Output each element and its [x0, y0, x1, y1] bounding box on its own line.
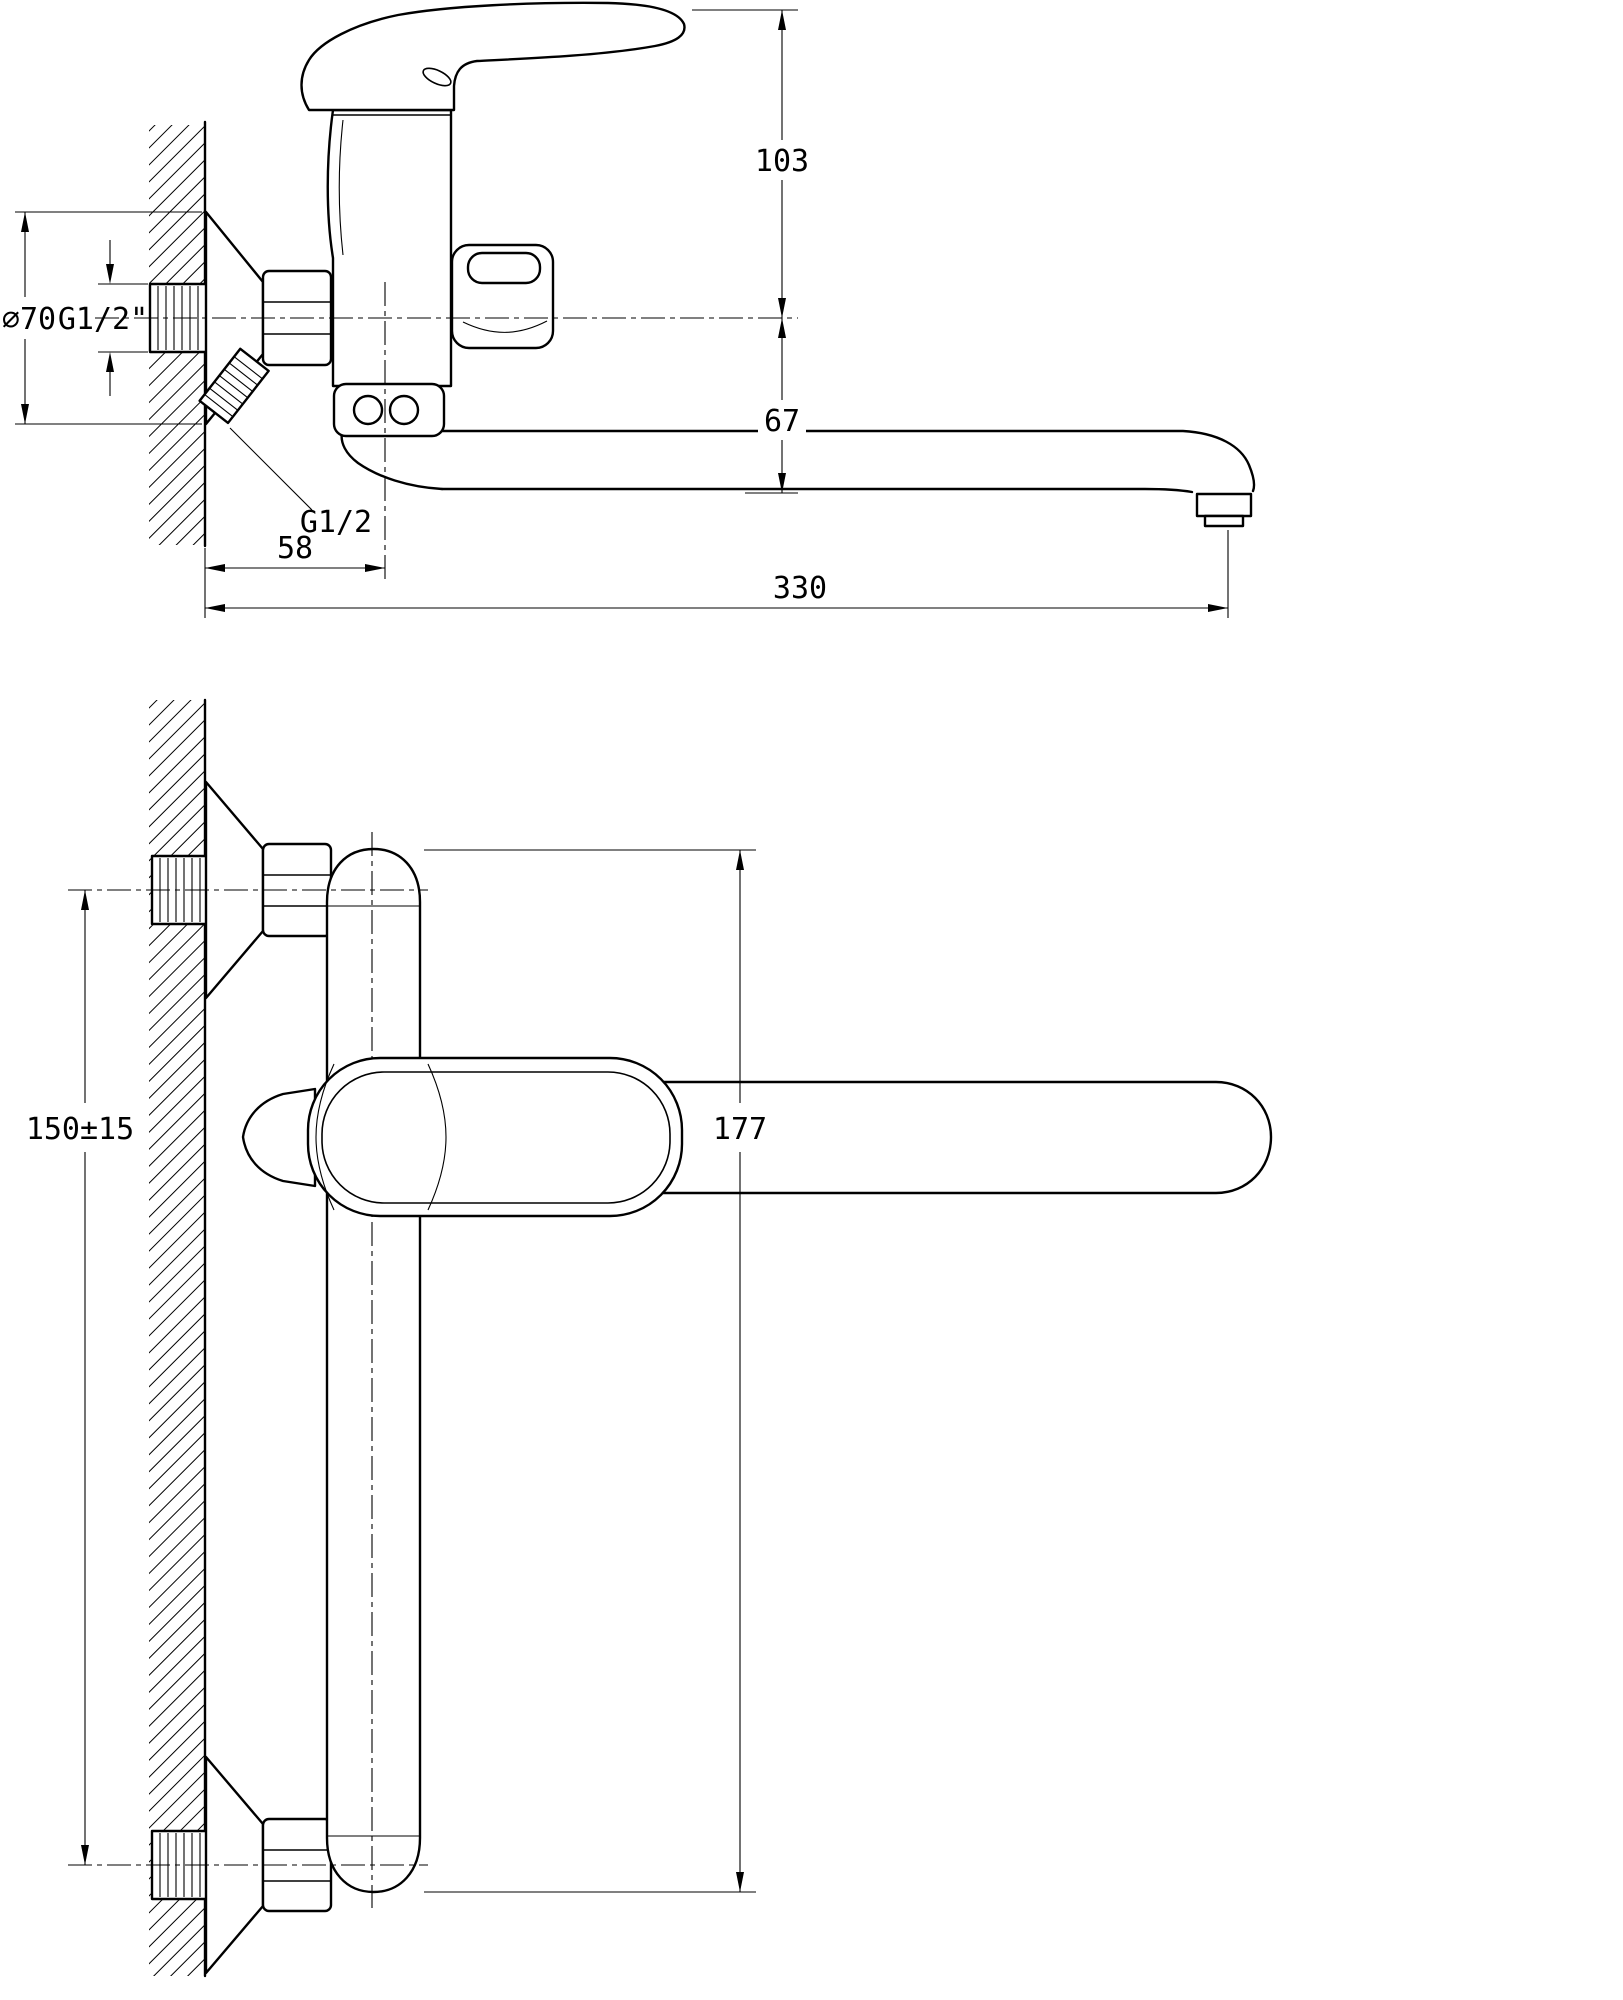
dimension-spout-reach: 330 — [205, 530, 1229, 618]
shower-outlet-stub — [198, 347, 270, 425]
diverter-knob-side — [450, 243, 555, 350]
handle-dome-arc-right — [427, 1063, 447, 1211]
label-inlet-spacing: 150±15 — [26, 1112, 134, 1147]
label-axis-to-outlet: 67 — [764, 404, 800, 439]
spout-side — [340, 429, 1256, 528]
label-handle-height: 103 — [755, 144, 809, 179]
handle-lever-outline — [306, 1056, 684, 1218]
dimension-inlet-spacing: 150±15 — [26, 890, 134, 1865]
dimension-axis-to-outlet: 67 — [745, 318, 806, 494]
dimension-inlet-thread: G1/2" — [58, 240, 148, 396]
handle-dome-arc-left — [315, 1063, 335, 1211]
label-body-length: 177 — [713, 1112, 767, 1147]
label-wall-to-axis: 58 — [277, 531, 313, 566]
dimension-body-length: 177 — [424, 849, 774, 1893]
handle-screw-cover — [422, 67, 452, 87]
dimension-shower-thread: G1/2 — [229, 427, 372, 540]
side-view: ⌀70 G1/2" 103 — [2, 1, 1256, 618]
handle-front — [241, 1056, 684, 1218]
label-spout-reach: 330 — [773, 571, 827, 606]
dimension-wall-to-axis: 58 — [204, 531, 385, 618]
label-inlet-thread: G1/2" — [58, 302, 148, 337]
diverter-grip-slot — [466, 251, 542, 285]
spout-front — [653, 1080, 1273, 1195]
shower-threads — [204, 356, 263, 418]
dimension-flange-diameter: ⌀70 — [2, 211, 202, 425]
spout-collar-side — [332, 382, 446, 438]
dimension-handle-height: 103 — [692, 9, 814, 318]
label-shower-thread: G1/2 — [300, 505, 372, 540]
label-flange-diameter: ⌀70 — [2, 302, 56, 337]
handle-nose — [241, 1087, 317, 1188]
faucet-body-side — [326, 108, 453, 388]
handle-lever-side — [300, 1, 686, 112]
spout-aerator — [1195, 492, 1253, 518]
handle-lever-top-face — [321, 1071, 671, 1204]
front-view: 150±15 177 — [26, 698, 1273, 1978]
faucet-body-front — [325, 847, 422, 1894]
